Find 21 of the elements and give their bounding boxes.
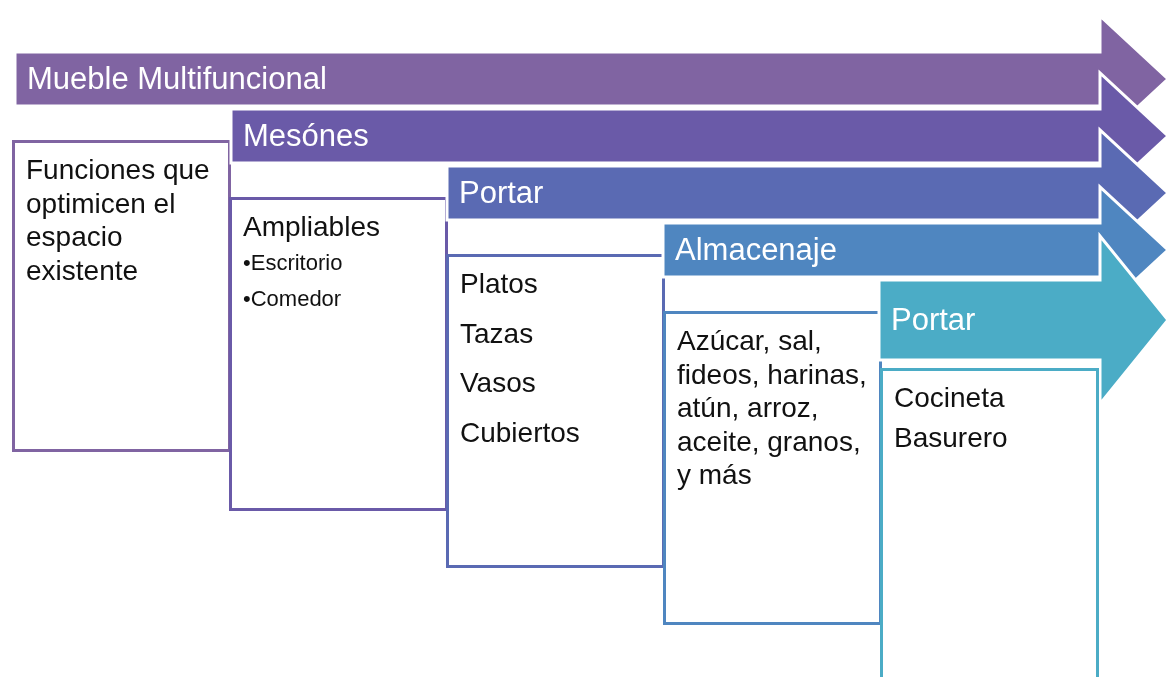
box-text: Cubiertos: [460, 415, 580, 450]
box-text: Cocineta: [894, 381, 1005, 415]
step-heading: Mueble Multifuncional: [27, 63, 327, 94]
box-text: Basurero: [894, 420, 1008, 455]
list-item: •Escritorio: [243, 249, 343, 276]
box-text: Funciones que optimicen el espacio existente: [26, 153, 211, 288]
box-text: Ampliables: [243, 210, 380, 244]
content-box: [229, 197, 448, 511]
box-text: Azúcar, sal, fideos, harinas, atún, arroz, aceite, granos, y más: [677, 324, 868, 492]
content-box: [446, 254, 665, 568]
step-heading: Portar: [891, 304, 976, 335]
content-box: [663, 311, 882, 625]
content-box: [12, 140, 231, 452]
step-heading: Mesónes: [243, 120, 369, 151]
step-heading: Portar: [459, 177, 544, 208]
step-heading: Almacenaje: [675, 234, 837, 265]
box-text: Vasos: [460, 366, 536, 400]
box-text: Tazas: [460, 316, 534, 351]
box-text: Platos: [460, 267, 538, 301]
list-item: •Comedor: [243, 286, 342, 313]
content-box: [880, 368, 1099, 677]
